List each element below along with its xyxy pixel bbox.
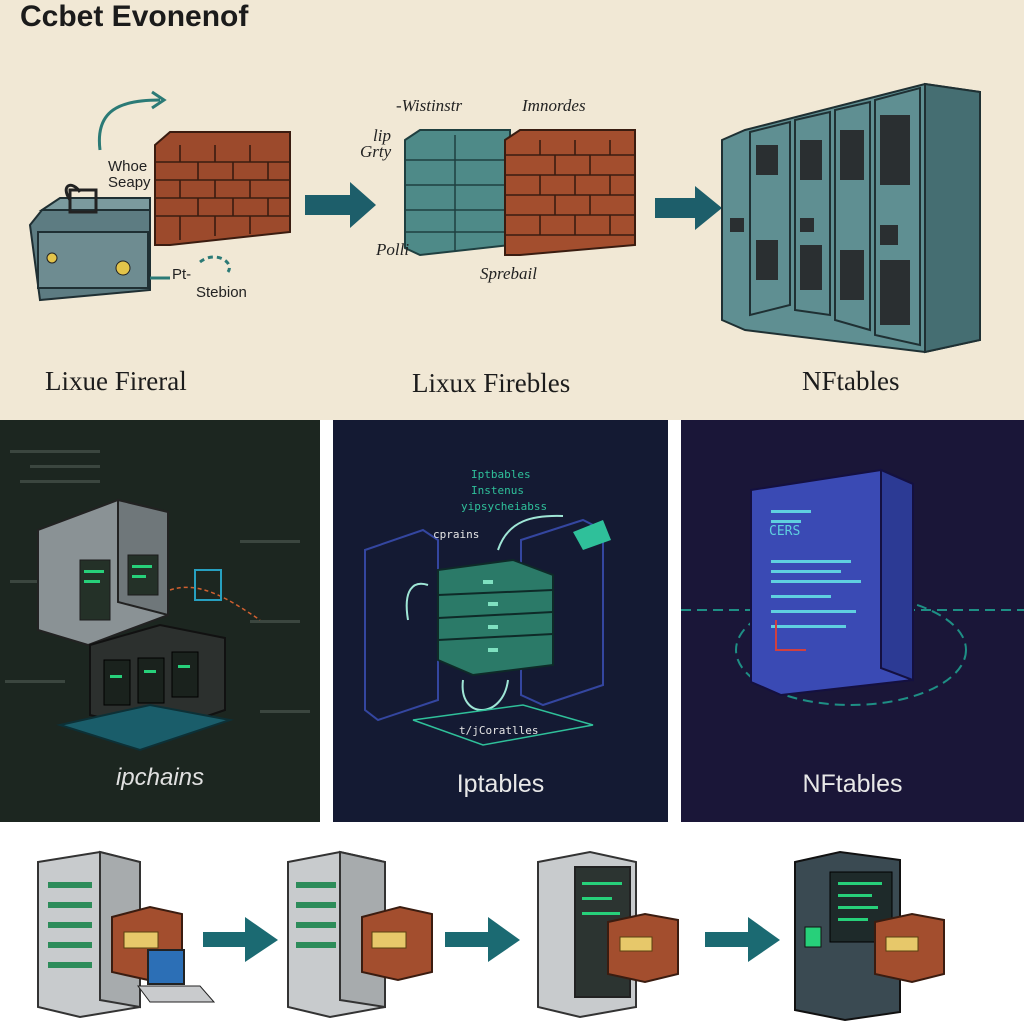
stage-label-1: Lixue Fireral (45, 366, 187, 396)
nftables-screen-text: CERS (769, 524, 801, 539)
server-unit-lower-icon (89, 623, 226, 734)
server-tower-2-icon (287, 850, 433, 1019)
note-whoe: Whoe (108, 158, 148, 175)
server-tower-4-icon (794, 850, 945, 1022)
panel-iptables: Iptbables Instenus yipsycheiabss cprains… (333, 420, 668, 822)
top-section: Ccbet Evonenof (0, 0, 1024, 420)
server-cabinets-icon (721, 82, 981, 354)
brick-wall-1-icon (154, 131, 291, 246)
connector-icon (573, 520, 611, 550)
iptables-note-2: Instenus (471, 484, 524, 497)
page-title: Ccbet Evonenof (20, 0, 249, 33)
panel-label-nftables: NFtables (802, 770, 903, 798)
teal-filter-panel-icon (404, 129, 511, 257)
arrow-right-icon (445, 917, 520, 962)
server-unit-upper-icon (37, 498, 169, 647)
top-illustration (28, 82, 981, 354)
arrow-right-icon (203, 917, 278, 962)
arrow-right-icon (655, 186, 722, 230)
note-sprebail: Sprebail (480, 264, 537, 283)
stage-label-3: NFtables (802, 366, 900, 396)
panel-label-iptables: Iptables (456, 770, 545, 798)
note-stebion: Stebion (196, 284, 247, 301)
note-imnordes: Imnordes (522, 96, 586, 115)
server-block-icon (750, 468, 914, 697)
bottom-evolution-row (37, 850, 945, 1022)
iptables-illustration (364, 514, 611, 746)
nftables-illustration (681, 468, 1024, 706)
panel-nftables: CERS NFtables (681, 420, 1024, 822)
iptables-note-1: Iptbables (471, 468, 531, 481)
iptables-note-5: t/jCoratlles (459, 724, 539, 737)
note-pt: Pt- (172, 266, 192, 283)
arrow-right-icon (705, 917, 780, 962)
note-lip: lip (373, 126, 391, 145)
stage-label-2: Lixux Firebles (412, 368, 571, 398)
laptop-icon (147, 949, 185, 985)
panel-ipchains: ipchains (0, 420, 320, 822)
safe-box-icon (28, 183, 151, 302)
note-polli: Polli (376, 240, 410, 259)
iptables-note-3: yipsycheiabss (461, 500, 548, 513)
ipchains-illustration (5, 450, 310, 752)
iptables-note-4: cprains (433, 528, 480, 541)
filter-stack-icon (437, 558, 554, 677)
note-wistinstr: -Wistinstr (396, 96, 463, 115)
server-tower-1-icon (37, 850, 216, 1019)
note-grty: Grty (360, 142, 392, 161)
panel-label-ipchains: ipchains (115, 764, 205, 791)
server-tower-3-icon (537, 850, 679, 1019)
network-card-icon (194, 569, 222, 601)
brick-wall-2-icon (504, 129, 636, 256)
arrow-right-icon (305, 182, 376, 228)
note-seapy: Seapy (108, 174, 151, 191)
